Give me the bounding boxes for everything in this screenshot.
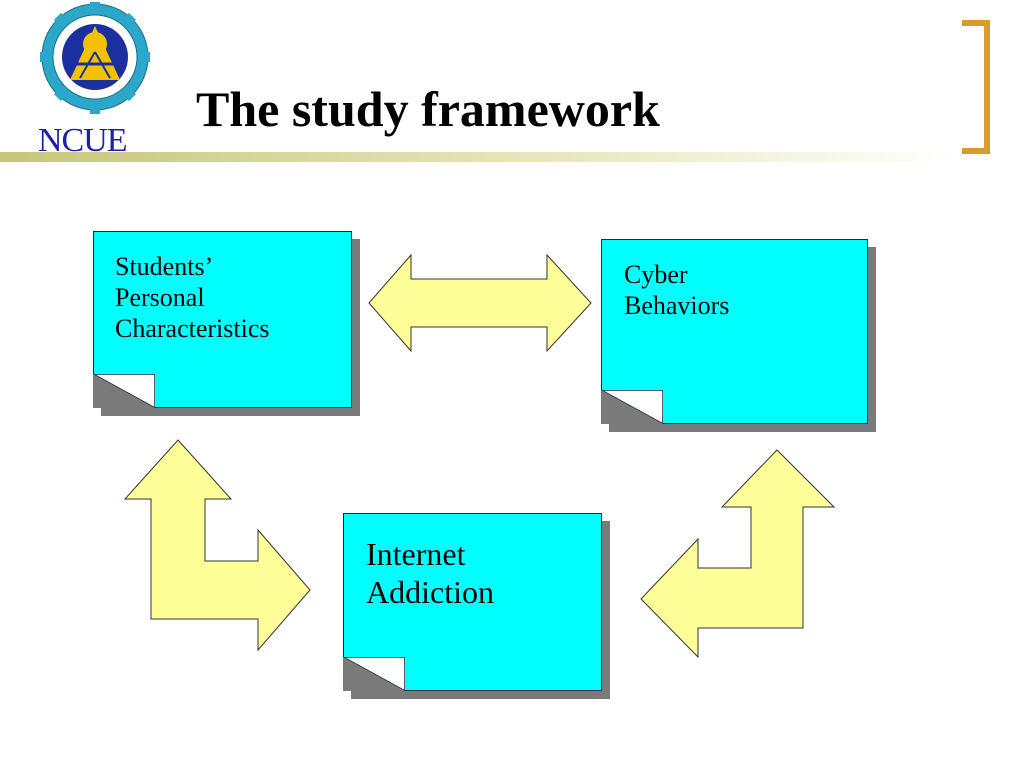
node-label: Internet Addiction <box>366 535 494 612</box>
node-students-personal-characteristics: Students’ Personal Characteristics <box>93 231 360 416</box>
node-internet-addiction: Internet Addiction <box>343 513 610 699</box>
node-label-line: Internet <box>366 536 466 572</box>
logo-text: NCUE <box>38 122 128 159</box>
page-title: The study framework <box>196 81 660 137</box>
folded-corner-icon <box>343 657 405 691</box>
node-cyber-behaviors: Cyber Behaviors <box>601 239 876 432</box>
node-label-line: Behaviors <box>624 291 730 321</box>
node-label-line: Characteristics <box>115 314 270 344</box>
folded-corner-icon <box>601 390 663 424</box>
node-label-line: Personal <box>115 283 205 313</box>
arrow-students-internet <box>123 439 311 652</box>
node-label-line: Students’ <box>115 252 214 281</box>
corner-bracket <box>962 20 990 154</box>
arrow-students-cyber <box>368 253 592 353</box>
header-divider <box>0 152 960 162</box>
arrow-cyber-internet <box>640 449 836 659</box>
node-label-line: Cyber <box>624 260 688 289</box>
node-label-line: Addiction <box>366 574 494 611</box>
folded-corner-icon <box>93 374 155 408</box>
university-seal-icon <box>40 2 150 114</box>
node-label: Students’ Personal Characteristics <box>115 251 270 345</box>
node-label: Cyber Behaviors <box>624 259 729 321</box>
